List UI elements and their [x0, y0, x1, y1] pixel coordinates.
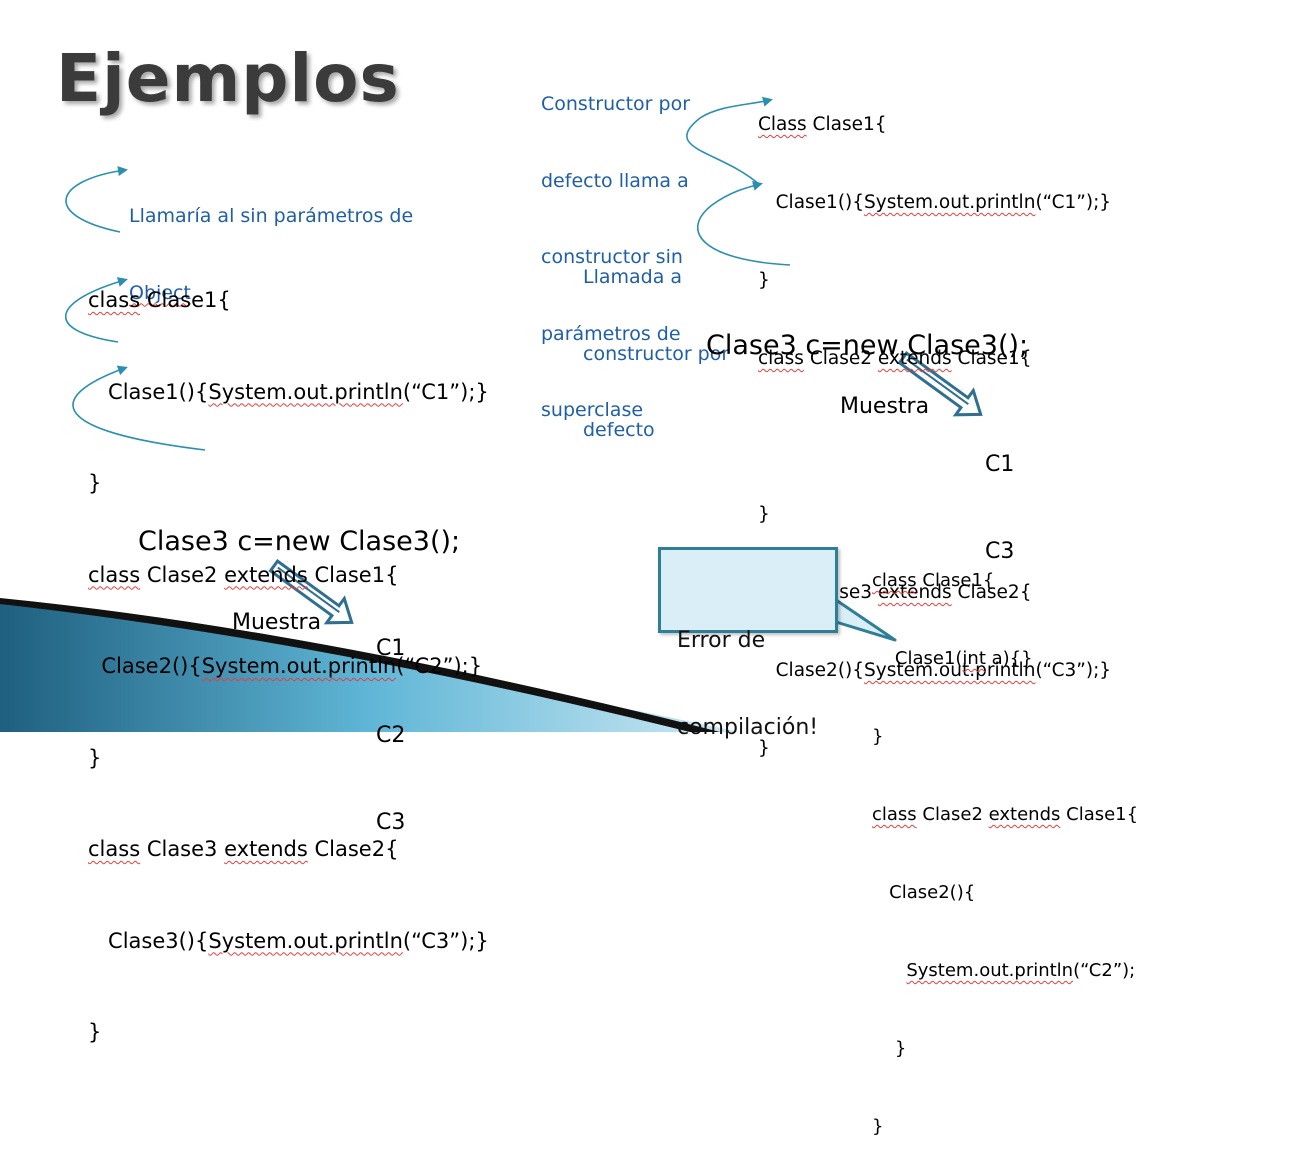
- error-callout: Error de compilación!: [658, 547, 838, 740]
- block-arrow-left: [268, 559, 354, 625]
- output-label-left: Muestra: [232, 610, 322, 635]
- output-list-left: C1 C2 C3: [376, 636, 406, 835]
- swoosh-dark-line: [0, 598, 720, 732]
- page-title: Ejemplos: [56, 40, 400, 117]
- kw: class: [88, 288, 141, 312]
- note-superclass: Constructor por defecto llama a construc…: [541, 93, 691, 421]
- statement-left: Clase3 c=new Clase3();: [138, 526, 461, 557]
- code-block-right-top: Class Clase1{ Clase1(){System.out.printl…: [758, 114, 1112, 759]
- note-default-constructor: Llamada a constructor por defecto: [583, 266, 730, 441]
- arrow-clase3-to-default: [696, 180, 791, 266]
- code-block-left: class Clase1{ Clase1(){System.out.printl…: [88, 288, 489, 1044]
- output-label-right: Muestra: [840, 394, 930, 419]
- code-block-right-bottom: class Clase1{ Clase1(int a){} } class Cl…: [872, 570, 1139, 1137]
- arrow-clase3-to-clase2: [72, 365, 206, 451]
- note-object: Llamaría al sin parámetros de Object: [129, 205, 414, 304]
- statement-right: Clase3 c=new Clase3();: [706, 330, 1029, 361]
- arrow-clase1-to-object: [65, 166, 128, 233]
- output-list-right: C1 C3: [985, 452, 1015, 564]
- decoration-layer: [0, 96, 983, 732]
- arrow-clase2-to-clase1: [65, 277, 128, 343]
- block-arrow-right: [897, 351, 983, 417]
- arrow-default-to-clase1: [686, 96, 773, 186]
